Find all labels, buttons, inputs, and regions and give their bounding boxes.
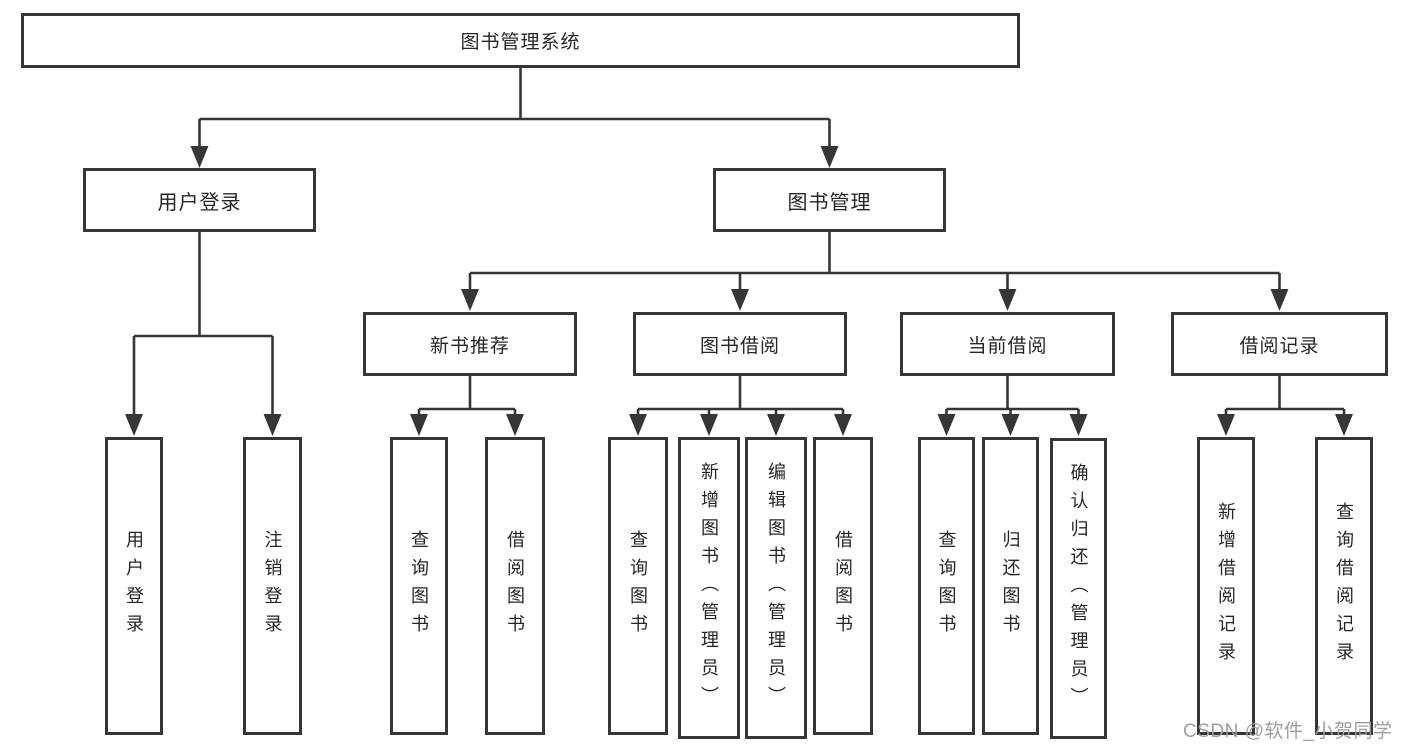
connector-book-mgmt-to-level3 (461, 232, 1289, 311)
arrowhead (998, 289, 1017, 311)
node-label: 图书管理系统 (460, 32, 581, 53)
leaf-return-book: 归还图书 (982, 437, 1039, 735)
node-root-system: 图书管理系统 (21, 13, 1020, 68)
leaf-label: 归还图书 (1000, 530, 1021, 642)
arrowhead (767, 414, 785, 436)
leaf-label: 确认归还（管理员） (1068, 462, 1089, 715)
connector-user-login-branch (125, 232, 282, 436)
node-book-borrow: 图书借阅 (633, 312, 847, 376)
arrowhead (937, 414, 956, 436)
arrowhead (731, 289, 749, 311)
arrowhead (629, 414, 647, 436)
node-label: 当前借阅 (967, 335, 1048, 357)
leaf-borrow-book-recommend: 借阅图书 (485, 437, 545, 735)
leaf-logout: 注销登录 (243, 437, 302, 735)
leaf-query-book: 查询图书 (608, 437, 668, 735)
arrowhead (1217, 414, 1235, 436)
arrowhead (125, 414, 143, 436)
leaf-query-book-recommend: 查询图书 (390, 437, 448, 735)
connector-book-borrow-branch (629, 376, 852, 436)
leaf-query-borrow-record: 查询借阅记录 (1315, 437, 1373, 735)
arrowhead (506, 414, 524, 436)
arrowhead (190, 146, 209, 168)
leaf-label: 查询图书 (628, 530, 648, 642)
node-label: 新书推荐 (429, 335, 510, 357)
leaf-label: 查询借阅记录 (1334, 502, 1354, 670)
leaf-add-borrow-record: 新增借阅记录 (1197, 437, 1255, 735)
arrowhead (700, 414, 718, 436)
leaf-label: 借阅图书 (505, 530, 525, 642)
connector-new-book-branch (410, 376, 524, 436)
leaf-label: 借阅图书 (833, 530, 853, 642)
arrowhead (461, 289, 479, 311)
leaf-confirm-return-admin: 确认归还（管理员） (1050, 438, 1107, 739)
leaf-add-book-admin: 新增图书（管理员） (678, 437, 740, 739)
node-book-management: 图书管理 (713, 168, 946, 232)
arrowhead (1335, 414, 1353, 436)
arrowhead (834, 414, 852, 436)
leaf-label: 查询图书 (936, 530, 957, 642)
connector-current-borrow-branch (937, 376, 1088, 436)
leaf-query-current: 查询图书 (918, 437, 975, 735)
node-label: 用户登录 (157, 191, 242, 214)
arrowhead (410, 414, 428, 436)
node-label: 图书借阅 (699, 335, 780, 357)
node-label: 图书管理 (787, 191, 872, 214)
arrowhead (1270, 289, 1289, 311)
arrowhead (1069, 414, 1088, 436)
arrowhead (1001, 414, 1020, 436)
leaf-label: 用户登录 (124, 530, 144, 642)
leaf-edit-book-admin: 编辑图书（管理员） (745, 437, 807, 739)
arrowhead (820, 146, 839, 168)
node-current-borrow: 当前借阅 (900, 312, 1115, 376)
node-label: 借阅记录 (1239, 335, 1320, 357)
connector-root-to-level2 (190, 68, 839, 168)
node-new-book-recommend: 新书推荐 (363, 312, 577, 376)
leaf-label: 查询图书 (409, 530, 429, 642)
leaf-label: 注销登录 (262, 530, 283, 642)
csdn-watermark: CSDN @软件_小贺同学 (1183, 721, 1393, 742)
leaf-borrow-book: 借阅图书 (813, 437, 873, 735)
node-borrow-record: 借阅记录 (1171, 312, 1388, 376)
leaf-label: 编辑图书（管理员） (766, 462, 786, 714)
connector-borrow-record-branch (1217, 376, 1353, 436)
arrowhead (263, 414, 282, 436)
node-user-login: 用户登录 (83, 168, 316, 232)
leaf-label: 新增借阅记录 (1216, 502, 1236, 670)
leaf-user-login: 用户登录 (105, 437, 163, 735)
leaf-label: 新增图书（管理员） (699, 462, 719, 714)
